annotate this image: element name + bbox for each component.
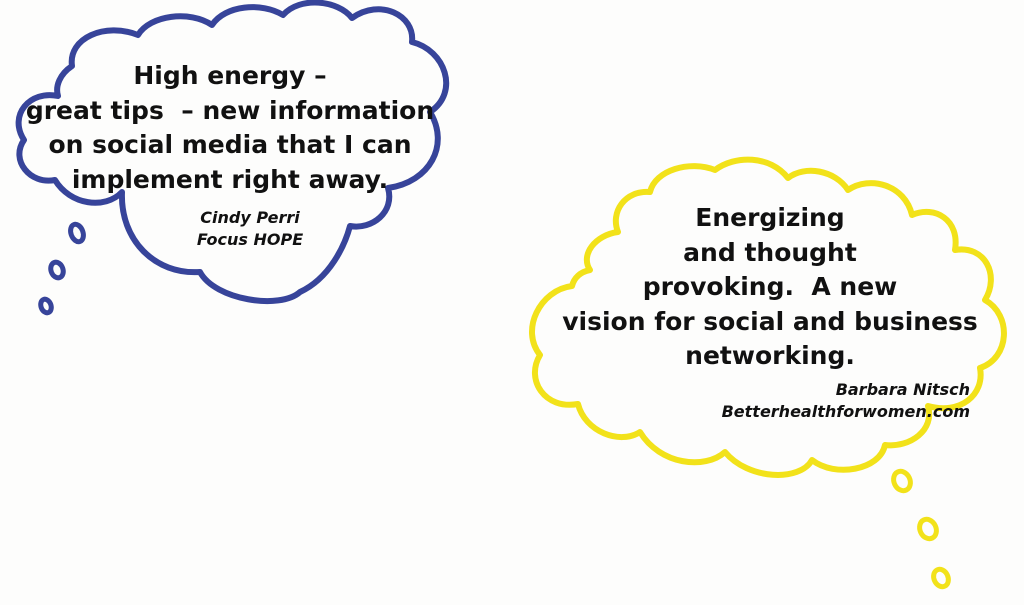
testimonial-attribution-1: Cindy Perri Focus HOPE	[160, 207, 340, 251]
testimonial-attribution-2: Barbara Nitsch Betterhealthforwomen.com	[690, 379, 970, 423]
yellow-thought-bubble-small	[931, 566, 951, 590]
yellow-thought-cloud	[529, 156, 1007, 590]
quote-2-line-3: provoking. A new	[642, 272, 898, 301]
yellow-cloud-outline	[529, 156, 1007, 478]
blue-thought-bubble-medium	[48, 259, 66, 281]
yellow-thought-bubble-large	[891, 468, 913, 494]
testimonial-quote-1: High energy – great tips – new informati…	[20, 59, 440, 197]
blue-thought-bubble-small	[38, 296, 54, 316]
quote-2-line-2: and thought	[683, 237, 857, 267]
quote-1-line-3: on social media that I can	[48, 130, 412, 159]
attribution-1-organization: Focus HOPE	[196, 230, 304, 249]
testimonial-quote-2: Energizing and thought provoking. A new …	[560, 201, 980, 374]
yellow-thought-bubble-medium	[917, 516, 939, 542]
blue-cloud-outline	[15, 0, 450, 305]
attribution-2-organization: Betterhealthforwomen.com	[721, 402, 970, 421]
attribution-2-author: Barbara Nitsch	[835, 380, 970, 399]
quote-1-line-1: High energy –	[133, 61, 327, 90]
attribution-1-author: Cindy Perri	[200, 208, 300, 227]
quote-1-line-4: implement right away.	[71, 164, 389, 194]
quote-1-line-2: great tips – new information	[25, 95, 435, 125]
quote-2-line-5: networking.	[685, 341, 855, 370]
quote-2-line-1: Energizing	[695, 203, 845, 232]
blue-thought-bubble-large	[68, 221, 86, 245]
quote-2-line-4: vision for social and business	[562, 306, 978, 336]
blue-thought-cloud	[15, 0, 450, 316]
